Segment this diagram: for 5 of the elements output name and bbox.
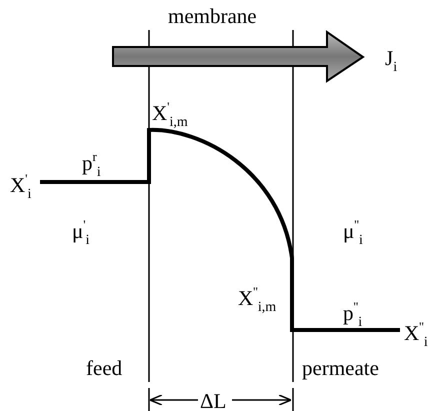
phase-label: permeate — [302, 358, 379, 379]
phase-label: feed — [86, 358, 122, 379]
dimension-label: ΔL — [200, 391, 226, 411]
flux-symbol: J$_{i}$ — [385, 48, 398, 75]
membrane-label: membrane — [168, 6, 257, 27]
